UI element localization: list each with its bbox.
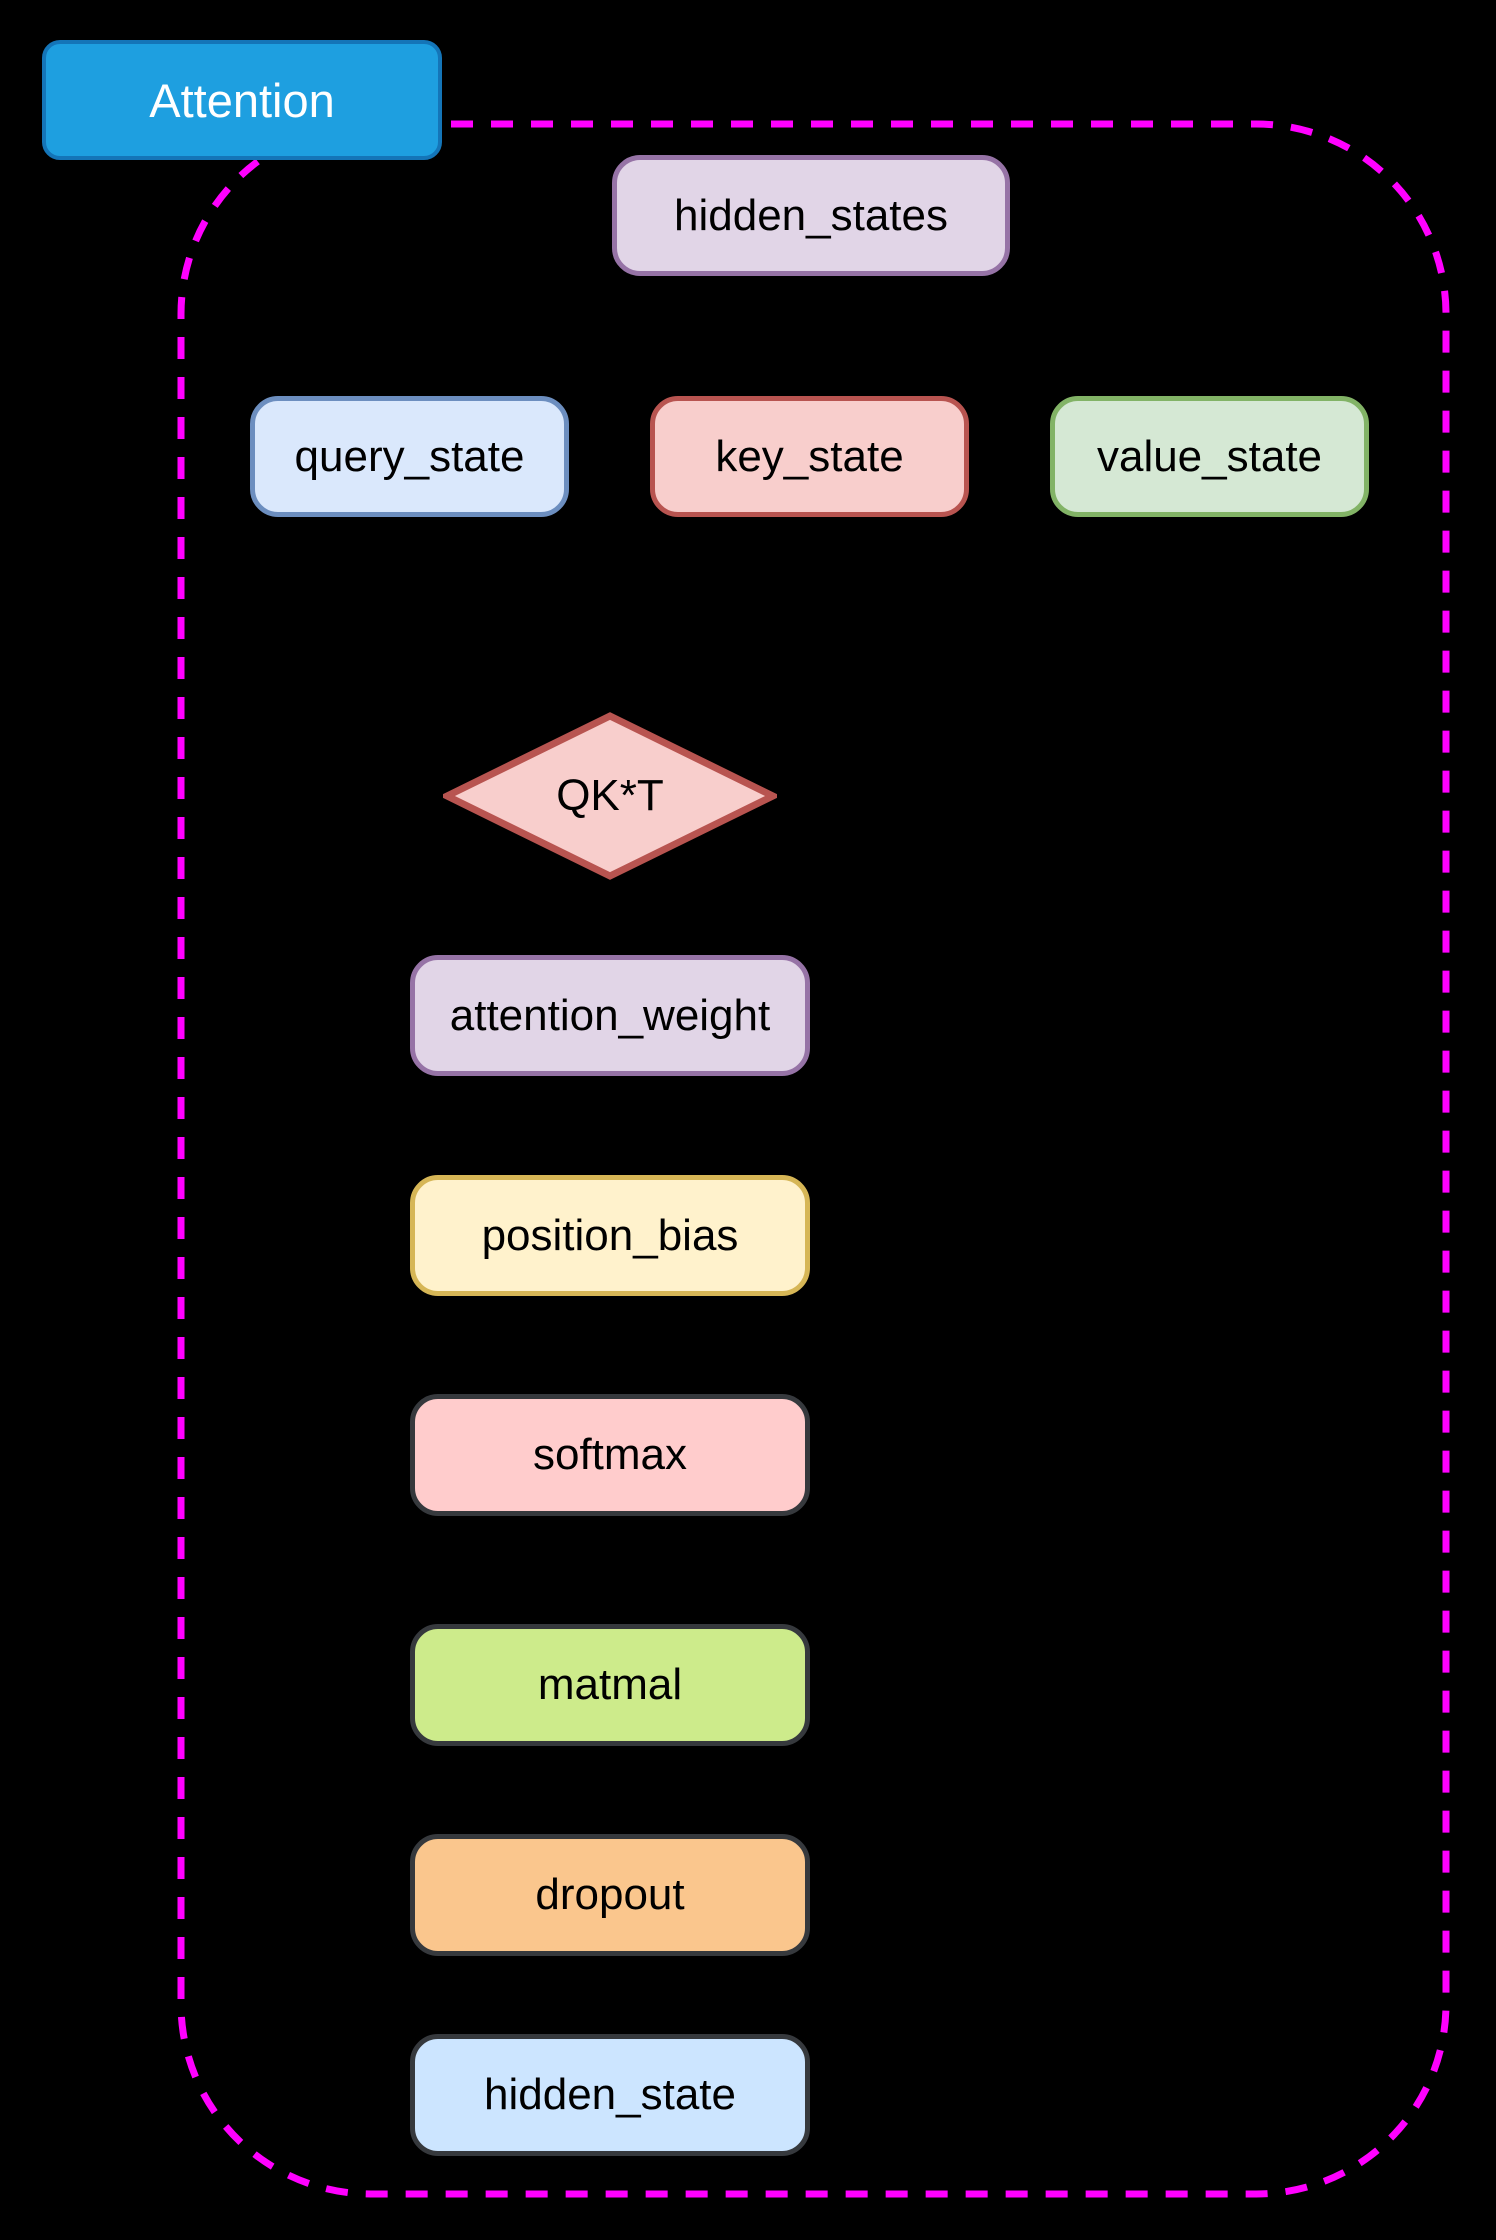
node-label: softmax [532,1430,688,1479]
node-dropout: dropout [410,1834,810,1956]
node-label: dropout [535,1870,685,1919]
node-label: attention_weight [449,990,771,1040]
attention-title-label: Attention [149,73,335,127]
node-attention-weight: attention_weight [410,955,810,1076]
node-label: QK*T [556,771,664,820]
node-label: position_bias [481,1210,739,1260]
node-qkt-diamond: QK*T [443,712,777,880]
attention-title-node: Attention [42,40,442,160]
node-hidden-states: hidden_states [612,155,1010,276]
node-label: key_state [715,431,904,481]
node-hidden-state: hidden_state [410,2034,810,2156]
node-key-state: key_state [650,396,969,517]
node-matmal: matmal [410,1624,810,1746]
dashed-border-rect [177,120,1450,2198]
node-value-state: value_state [1050,396,1369,517]
node-query-state: query_state [250,396,569,517]
qkt-diamond-shape [443,712,777,880]
node-position-bias: position_bias [410,1175,810,1296]
node-label: hidden_states [674,190,948,240]
node-label: value_state [1096,431,1323,481]
node-softmax: softmax [410,1394,810,1516]
node-label: matmal [537,1660,683,1709]
node-label: query_state [294,431,525,481]
node-label: hidden_state [484,2070,736,2119]
